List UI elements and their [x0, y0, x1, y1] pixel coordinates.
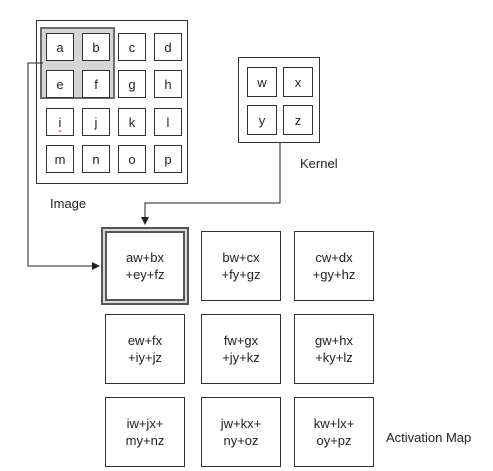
image-cell: o	[118, 145, 146, 173]
kernel-cell: y	[247, 105, 277, 135]
activation-cell: fw+gx+jy+kz	[201, 314, 281, 384]
activation-cell: gw+hx+ky+lz	[294, 314, 374, 384]
activation-cell: ew+fx+iy+jz	[105, 314, 185, 384]
image-cell: j	[82, 108, 110, 136]
image-cell: n	[82, 145, 110, 173]
activation-cell: jw+kx+ny+oz	[201, 397, 281, 467]
activation-cell: aw+bx+ey+fz	[105, 231, 185, 301]
image-cell: k	[118, 108, 146, 136]
image-cell: h	[154, 70, 182, 98]
activation-cell: iw+jx+my+nz	[105, 397, 185, 467]
activation-cell: kw+lx+oy+pz	[294, 397, 374, 467]
activation-cell: cw+dx+gy+hz	[294, 231, 374, 301]
image-cell: m	[46, 145, 74, 173]
image-cell: g	[118, 70, 146, 98]
image-cell: b	[82, 33, 110, 61]
image-cell: p	[154, 145, 182, 173]
kernel-label: Kernel	[300, 156, 338, 171]
image-cell: i	[46, 108, 74, 136]
kernel-cell: w	[247, 67, 277, 97]
image-cell: d	[154, 33, 182, 61]
activation-map-label: Activation Map	[386, 430, 472, 445]
image-label: Image	[50, 196, 87, 211]
image-cell: c	[118, 33, 146, 61]
image-cell: f	[82, 70, 110, 98]
image-cell: a	[46, 33, 74, 61]
activation-cell: bw+cx+fy+gz	[201, 231, 281, 301]
image-cell: l	[154, 108, 182, 136]
kernel-cell: z	[283, 105, 313, 135]
kernel-cell: x	[283, 67, 313, 97]
image-cell: e	[46, 70, 74, 98]
